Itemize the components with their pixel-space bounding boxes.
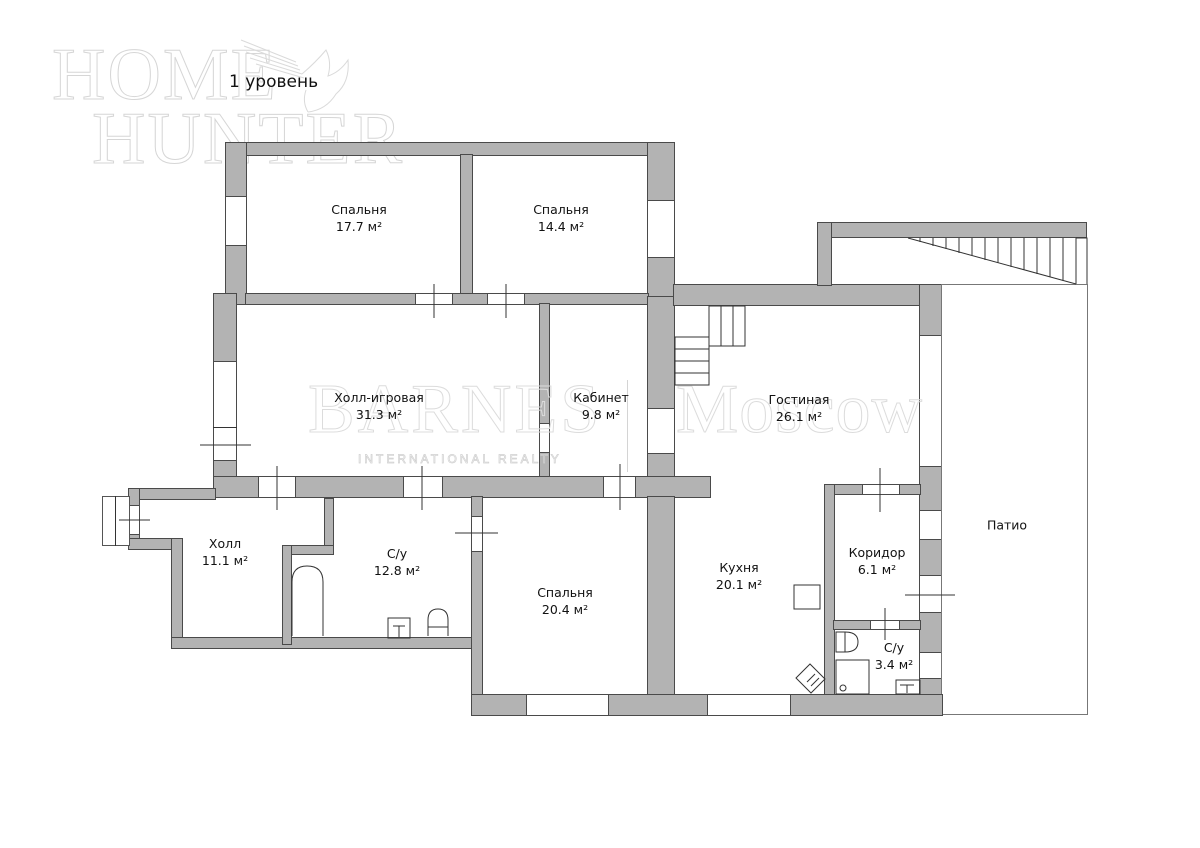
room-name: Патио: [986, 517, 1028, 533]
room-name: Кабинет: [573, 390, 629, 405]
window: [526, 694, 609, 716]
window: [919, 510, 943, 540]
room-area: 20.4 м²: [541, 602, 589, 617]
watermark-separator: [627, 380, 628, 472]
wall: [213, 476, 711, 498]
room-label-corridor: Коридор 6.1 м²: [849, 544, 906, 578]
room-label-study: Кабинет 9.8 м²: [573, 389, 629, 423]
room-name: Гостиная: [768, 392, 830, 407]
room-area: 9.8 м²: [581, 407, 621, 422]
room-area: 12.8 м²: [373, 563, 421, 578]
room-label-hall: Холл 11.1 м²: [202, 535, 248, 569]
wall: [647, 296, 675, 502]
moscow-watermark: Moscow: [675, 371, 924, 448]
room-name: Спальня: [537, 585, 593, 600]
entrance-steps: [102, 496, 130, 546]
room-label-bedroom-1: Спальня 17.7 м²: [331, 201, 387, 235]
room-area: 3.4 м²: [874, 657, 914, 672]
international-realty-watermark: INTERNATIONAL REALTY: [358, 452, 562, 467]
level-title: 1 уровень: [229, 72, 319, 92]
room-area: 26.1 м²: [775, 409, 823, 424]
door-opening: [862, 484, 900, 495]
room-name: С/у: [386, 546, 408, 561]
room-label-patio: Патио: [987, 517, 1027, 534]
home-hunter-watermark-home: HOME: [52, 34, 278, 116]
patio-area: [941, 284, 1088, 715]
wall: [647, 496, 675, 716]
room-area: 17.7 м²: [335, 219, 383, 234]
room-name: Спальня: [331, 202, 387, 217]
room-area: 31.3 м²: [355, 407, 403, 422]
eagle-logo-icon: [240, 39, 349, 113]
room-area: 20.1 м²: [715, 577, 763, 592]
home-hunter-watermark-hunter: HUNTER: [91, 98, 405, 180]
window-divider: [213, 427, 237, 428]
door-opening: [403, 476, 443, 498]
step-line: [115, 496, 116, 546]
room-label-bathroom-1: С/у 12.8 м²: [374, 545, 420, 579]
room-name: Спальня: [533, 202, 589, 217]
barnes-watermark: BARNES: [307, 371, 603, 448]
room-label-kitchen: Кухня 20.1 м²: [716, 559, 762, 593]
room-label-bedroom-3: Спальня 20.4 м²: [537, 584, 593, 618]
room-label-bedroom-2: Спальня 14.4 м²: [533, 201, 589, 235]
window: [647, 200, 675, 258]
window: [919, 335, 943, 467]
window: [213, 361, 237, 461]
room-label-bathroom-2: С/у 3.4 м²: [875, 639, 913, 673]
room-area: 14.4 м²: [537, 219, 585, 234]
room-label-hall-playroom: Холл-игровая 31.3 м²: [334, 389, 424, 423]
room-label-living-room: Гостиная 26.1 м²: [769, 391, 830, 425]
room-area: 6.1 м²: [857, 562, 897, 577]
door-opening: [539, 423, 550, 453]
room-name: Кухня: [719, 560, 759, 575]
room-name: Холл: [208, 536, 242, 551]
door-opening: [647, 408, 675, 454]
room-name: Холл-игровая: [334, 390, 424, 405]
door-opening: [471, 516, 483, 552]
window: [225, 196, 247, 246]
room-area: 11.1 м²: [201, 553, 249, 568]
window: [707, 694, 791, 716]
room-name: Коридор: [848, 545, 906, 560]
room-name: С/у: [883, 640, 905, 655]
wall: [817, 222, 832, 286]
